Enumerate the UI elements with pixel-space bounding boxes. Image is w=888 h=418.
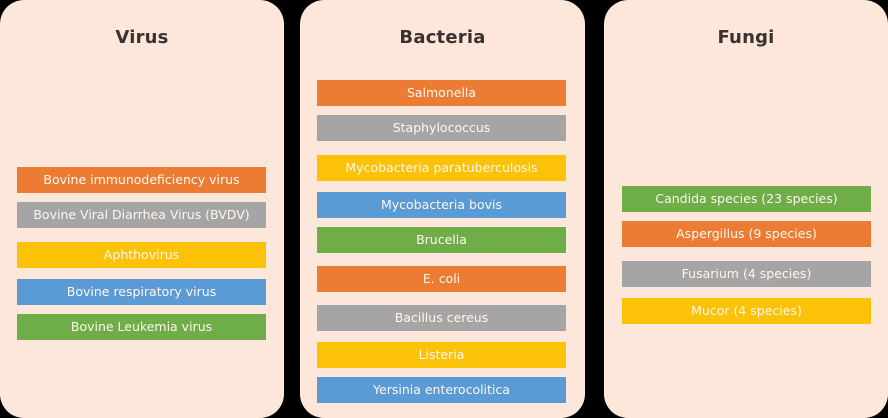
bacteria-item: Mycobacteria bovis	[317, 192, 566, 218]
bacteria-item: Salmonella	[317, 80, 566, 106]
bacteria-item: Staphylococcus	[317, 115, 566, 141]
bacteria-item: Mycobacteria paratuberculosis	[317, 155, 566, 181]
fungi-item: Fusarium (4 species)	[622, 261, 871, 287]
fungi-item: Aspergillus (9 species)	[622, 221, 871, 247]
virus-item: Bovine Leukemia virus	[17, 314, 266, 340]
virus-item: Bovine respiratory virus	[17, 279, 266, 305]
fungi-item: Mucor (4 species)	[622, 298, 871, 324]
bacteria-item: Listeria	[317, 342, 566, 368]
bacteria-item: Brucella	[317, 227, 566, 253]
virus-title: Virus	[115, 27, 169, 48]
virus-panel: Virus Bovine immunodeficiency virus Bovi…	[0, 0, 284, 418]
bacteria-title: Bacteria	[399, 27, 486, 48]
fungi-panel: Fungi Candida species (23 species) Asper…	[604, 0, 888, 418]
virus-item: Bovine immunodeficiency virus	[17, 167, 266, 193]
virus-item: Aphthovirus	[17, 242, 266, 268]
virus-item: Bovine Viral Diarrhea Virus (BVDV)	[17, 202, 266, 228]
fungi-title: Fungi	[717, 27, 775, 48]
bacteria-item: E. coli	[317, 266, 566, 292]
bacteria-item: Bacillus cereus	[317, 305, 566, 331]
fungi-item: Candida species (23 species)	[622, 186, 871, 212]
bacteria-panel: Bacteria Salmonella Staphylococcus Mycob…	[300, 0, 585, 418]
bacteria-item: Yersinia enterocolitica	[317, 377, 566, 403]
